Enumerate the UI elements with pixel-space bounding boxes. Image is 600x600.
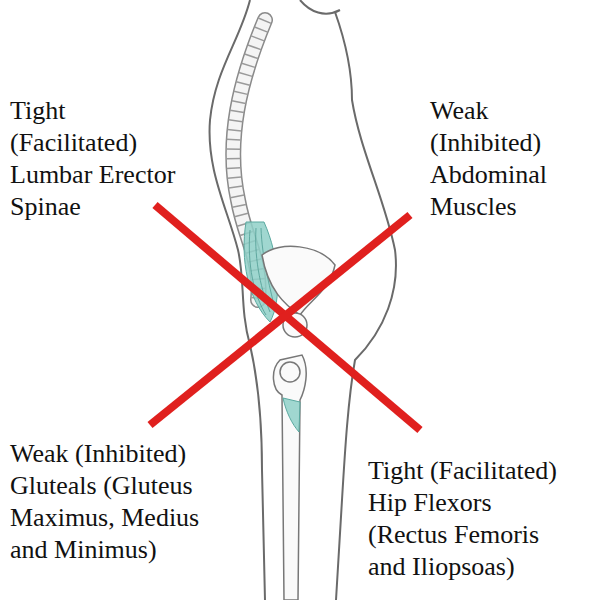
femur-head bbox=[280, 362, 300, 382]
muscle-label: Weak (Inhibited) Abdominal Muscles bbox=[430, 95, 585, 223]
chin-outline bbox=[300, 0, 340, 14]
muscle-label: Weak (Inhibited) Gluteals (Gluteus Maxim… bbox=[10, 438, 220, 566]
muscle-label: Tight (Facilitated) Lumbar Erector Spina… bbox=[10, 95, 182, 223]
red-cross-line bbox=[150, 215, 410, 425]
femur-bone bbox=[273, 355, 306, 600]
hip-muscle bbox=[283, 398, 300, 432]
muscle-label: Tight (Facilitated) Hip Flexors (Rectus … bbox=[368, 455, 568, 583]
